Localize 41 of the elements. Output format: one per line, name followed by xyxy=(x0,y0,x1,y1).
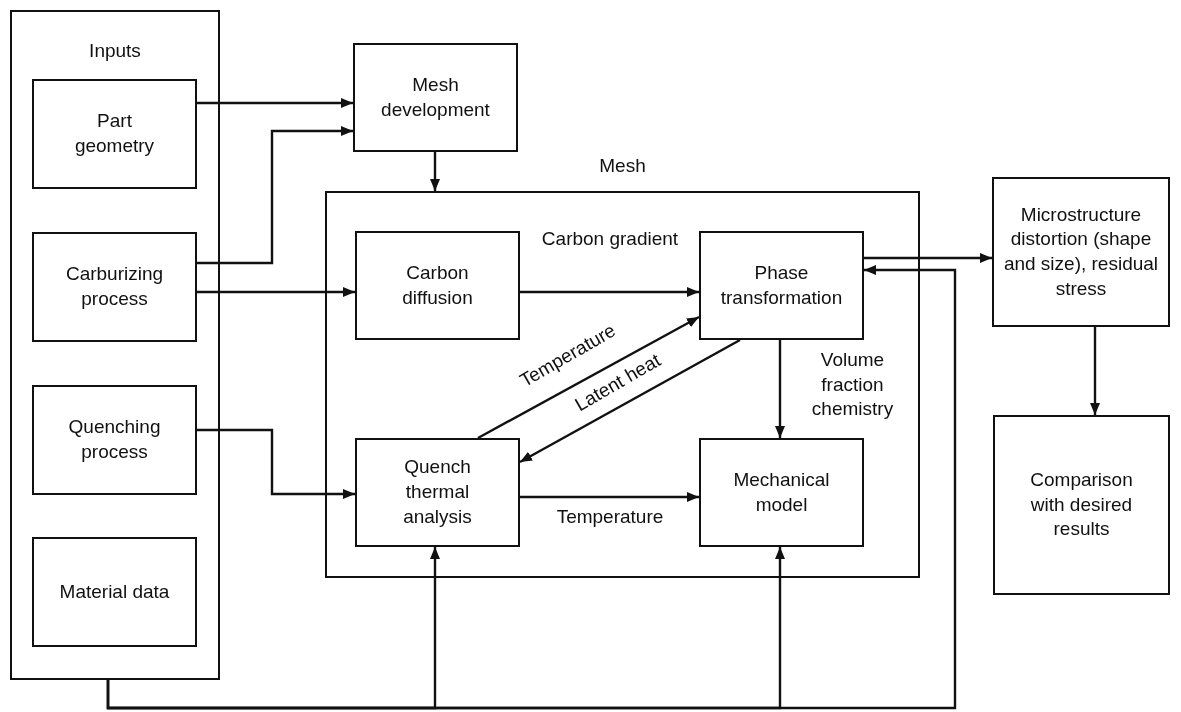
edge-label: Volume fraction chemistry xyxy=(810,348,895,422)
arrow xyxy=(519,338,741,464)
arrow xyxy=(1090,327,1100,415)
box-label: Mechanical model xyxy=(732,467,831,517)
process-box xyxy=(32,79,197,189)
box-label: Comparison with desired results xyxy=(1029,467,1134,542)
arrow xyxy=(197,98,353,108)
process-box xyxy=(355,231,520,340)
box-label: Quenching process xyxy=(67,415,162,464)
process-box xyxy=(32,232,197,342)
group-heading: Inputs xyxy=(88,40,142,62)
edge-label: Temperature xyxy=(555,505,665,529)
edge-label: Carbon gradient xyxy=(540,227,680,251)
arrow xyxy=(430,152,440,191)
group-box xyxy=(10,10,220,680)
process-box xyxy=(992,177,1170,327)
arrow xyxy=(197,126,353,265)
box-label: Carburizing process xyxy=(64,262,165,311)
box-label: Part geometry xyxy=(73,109,156,158)
box-label: Quench thermal analysis xyxy=(402,455,473,529)
arrow xyxy=(197,287,355,297)
process-box xyxy=(699,438,864,547)
arrow xyxy=(520,492,699,502)
box-label: Carbon diffusion xyxy=(401,260,474,310)
box-label: Microstructure distortion (shape and size), residual stress xyxy=(1002,202,1160,301)
process-box xyxy=(353,43,518,152)
box-label: Material data xyxy=(58,579,171,604)
group-heading: Mesh xyxy=(598,155,647,177)
arrow xyxy=(864,253,992,263)
process-box xyxy=(32,537,197,647)
arrow xyxy=(197,428,355,499)
process-box xyxy=(699,231,864,340)
arrow xyxy=(477,315,700,440)
arrow xyxy=(106,265,957,710)
process-box xyxy=(993,415,1170,595)
process-box xyxy=(32,385,197,495)
arrow xyxy=(520,287,699,297)
box-label: Phase transformation xyxy=(719,260,844,310)
box-label: Mesh development xyxy=(380,72,491,122)
process-box xyxy=(355,438,520,547)
arrow xyxy=(775,340,785,438)
